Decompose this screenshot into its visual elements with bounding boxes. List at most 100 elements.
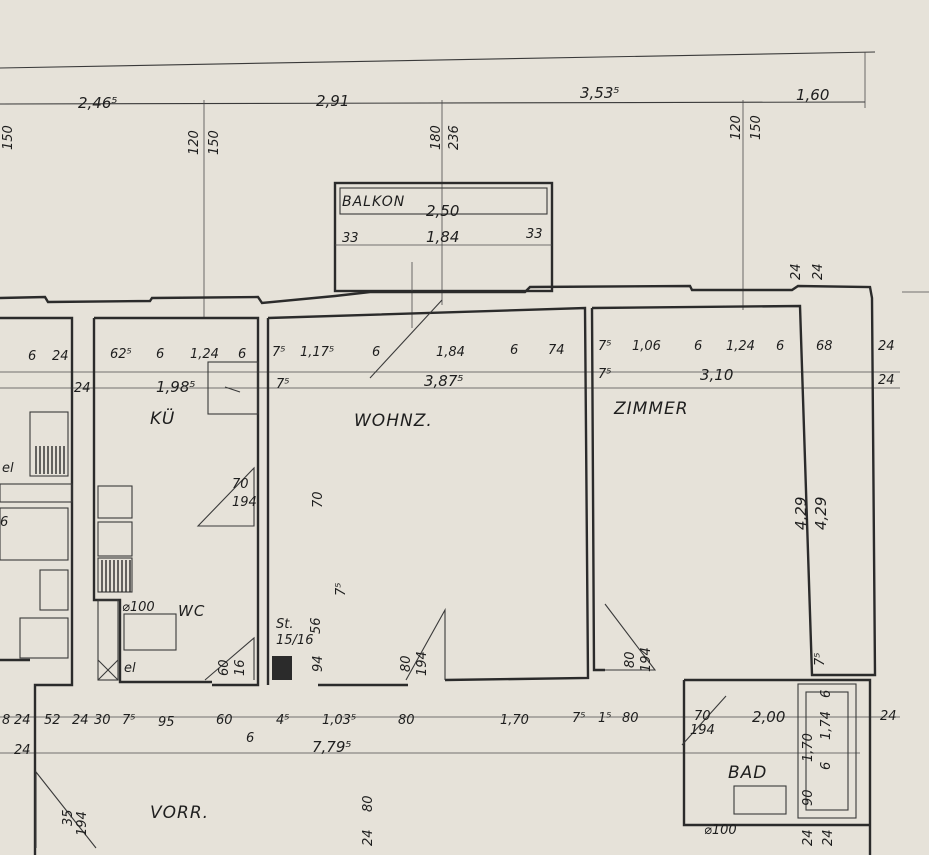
dim-r3-6: 95 bbox=[158, 715, 175, 730]
dim-r1-4: 1,24 bbox=[190, 347, 219, 362]
top-dimension-lines bbox=[0, 51, 929, 754]
dim-r2-4: 7⁵ bbox=[598, 367, 611, 382]
dim-r3-4: 30 bbox=[94, 713, 111, 728]
dim-r2-3: 3,87⁵ bbox=[424, 372, 463, 390]
dim-lower-5: 1,70 bbox=[801, 733, 816, 762]
dim-misc-el-wc: el bbox=[124, 661, 136, 676]
dim-r3-10: 1,03⁵ bbox=[322, 713, 356, 728]
win-h-1: 120 bbox=[187, 130, 202, 155]
dim-r1-20: 24 bbox=[811, 263, 826, 280]
dim-r1-13: 1,06 bbox=[632, 339, 661, 354]
room-label-balkon: BALKON bbox=[342, 194, 405, 210]
win-h-7: 150 bbox=[1, 125, 16, 150]
dim-r1-5: 6 bbox=[238, 347, 246, 362]
dimension-labels: 2,46⁵ 2,91 3,53⁵ 1,60 120 150 180 236 12… bbox=[0, 84, 897, 846]
dim-misc-6-left: 6 bbox=[0, 515, 8, 530]
dim-misc-80a: 80 bbox=[399, 655, 414, 672]
dim-r3-18: 2,00 bbox=[752, 708, 785, 726]
dim-r2-2: 7⁵ bbox=[276, 377, 289, 392]
dim-r1-1: 24 bbox=[52, 349, 69, 364]
room-label-vorr: VORR. bbox=[150, 803, 209, 823]
dim-r1-10: 6 bbox=[510, 343, 518, 358]
dim-r1-2: 62⁵ bbox=[110, 347, 132, 362]
dim-misc-194a: 194 bbox=[415, 651, 430, 676]
dim-r3-9: 4⁵ bbox=[276, 713, 289, 728]
dim-door-kueche-v: 70 bbox=[311, 491, 326, 508]
win-h-6: 150 bbox=[749, 115, 764, 140]
dim-lower-8: 6 bbox=[819, 762, 834, 770]
dim-misc-75b: 7⁵ bbox=[813, 653, 828, 666]
dim-r1-8: 6 bbox=[372, 345, 380, 360]
dim-door-kueche-h: 194 bbox=[232, 495, 257, 510]
dim-r3-11: 80 bbox=[398, 713, 415, 728]
dim-misc-st-size: 15/16 bbox=[276, 633, 313, 648]
win-h-2: 150 bbox=[207, 130, 222, 155]
dim-r3-8: 6 bbox=[246, 731, 254, 746]
dim-r3-12: 1,70 bbox=[500, 713, 529, 728]
kitchen-sink-hatch bbox=[101, 560, 131, 592]
dim-r3-0: 8 bbox=[2, 713, 10, 728]
dim-r2-5: 3,10 bbox=[700, 366, 733, 384]
dim-misc-94: 94 bbox=[311, 655, 326, 672]
room-label-zimmer: ZIMMER bbox=[613, 399, 689, 419]
room-label-wohnz: WOHNZ. bbox=[354, 411, 433, 431]
dim-r3-3: 24 bbox=[72, 713, 89, 728]
fixtures bbox=[0, 361, 857, 819]
dim-r1-19: 24 bbox=[789, 263, 804, 280]
dim-top-2: 2,91 bbox=[316, 92, 349, 110]
dim-r1-0: 6 bbox=[28, 349, 36, 364]
room-label-wc: WC bbox=[178, 602, 205, 620]
dim-r3-17: 194 bbox=[690, 723, 715, 738]
dim-r3-2: 52 bbox=[44, 713, 61, 728]
win-h-5: 120 bbox=[729, 115, 744, 140]
dim-bad-pipe: ⌀100 bbox=[704, 823, 737, 838]
dim-height-1: 4,29 bbox=[792, 497, 810, 530]
dim-lower-7: 1,74 bbox=[819, 711, 834, 740]
dim-r1-17: 68 bbox=[816, 339, 833, 354]
room-label-kueche: KÜ bbox=[150, 407, 175, 429]
dim-lower-11: 24 bbox=[821, 829, 836, 846]
dim-misc-80b: 80 bbox=[623, 651, 638, 668]
dim-lower-6: 6 bbox=[819, 690, 834, 698]
dim-top-3: 3,53⁵ bbox=[580, 84, 619, 102]
dim-lower-3: 80 bbox=[361, 795, 376, 812]
dim-r1-21: 24 bbox=[878, 373, 895, 388]
dim-r1-7: 1,17⁵ bbox=[300, 345, 334, 360]
left-sink-hatch bbox=[35, 446, 65, 474]
dim-misc-60: 60 bbox=[217, 659, 232, 676]
dim-r2-1: 1,98⁵ bbox=[156, 378, 195, 396]
dim-balkon-left: 33 bbox=[342, 231, 359, 246]
dim-r3-19: 24 bbox=[880, 709, 897, 724]
walls bbox=[0, 284, 877, 855]
dim-balkon-right: 33 bbox=[526, 227, 543, 242]
dim-r3-13: 7⁵ bbox=[572, 711, 585, 726]
dim-r1-14: 6 bbox=[694, 339, 702, 354]
dim-r1-6: 7⁵ bbox=[272, 345, 285, 360]
dim-wc-pipe: ⌀100 bbox=[122, 600, 155, 615]
dim-r3-1: 24 bbox=[14, 713, 31, 728]
room-labels: BALKON KÜ WOHNZ. ZIMMER WC BAD VORR. bbox=[150, 194, 767, 823]
dim-lower-9: 90 bbox=[801, 789, 816, 806]
dim-misc-56: 56 bbox=[309, 617, 324, 634]
dim-lower-1: 35 bbox=[61, 809, 76, 826]
dim-door-kueche-w: 70 bbox=[232, 477, 249, 492]
dim-lower-4: 24 bbox=[361, 829, 376, 846]
dim-r2-0: 24 bbox=[74, 381, 91, 396]
dim-r3-15: 80 bbox=[622, 711, 639, 726]
dim-r1-15: 1,24 bbox=[726, 339, 755, 354]
dim-misc-el-left: el bbox=[2, 461, 14, 476]
win-h-4: 236 bbox=[447, 125, 462, 150]
door-swings bbox=[35, 299, 727, 849]
dim-misc-194b: 194 bbox=[639, 647, 654, 672]
dim-height-2: 4,29 bbox=[812, 497, 830, 530]
dim-r1-18: 24 bbox=[878, 339, 895, 354]
dim-top-1: 2,46⁵ bbox=[78, 94, 117, 112]
dim-r3-16: 70 bbox=[694, 709, 711, 724]
dim-total: 7,79⁵ bbox=[312, 738, 351, 756]
dim-r1-3: 6 bbox=[156, 347, 164, 362]
room-label-bad: BAD bbox=[728, 763, 767, 783]
dim-r1-12: 7⁵ bbox=[598, 339, 611, 354]
dim-lower-10: 24 bbox=[801, 829, 816, 846]
